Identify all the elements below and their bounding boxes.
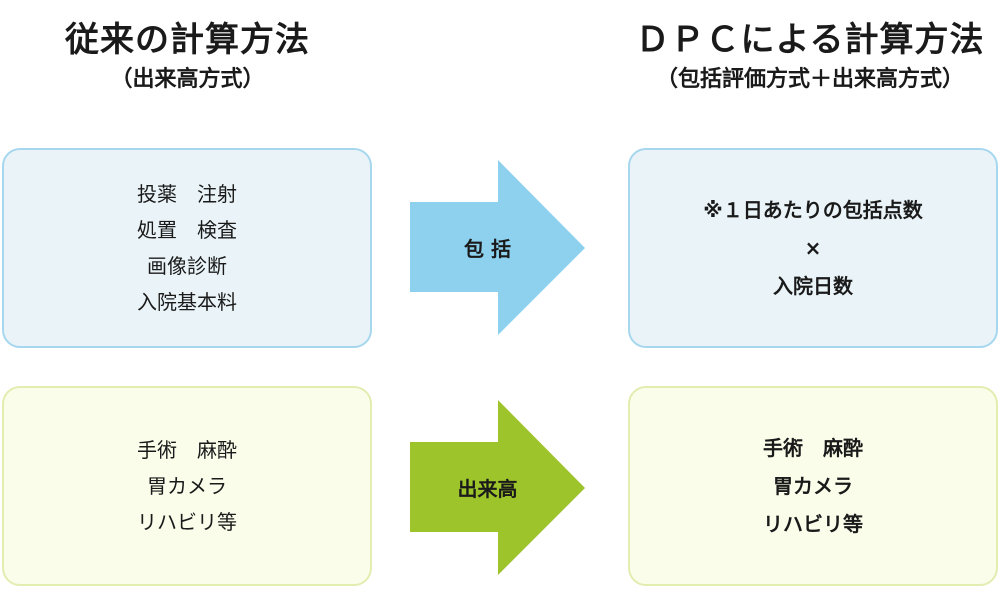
arrow-shape <box>410 160 585 335</box>
dpc-fee-items-box: 手術 麻酔 胃カメラ リハビリ等 <box>628 386 998 586</box>
right-heading-title: ＤＰＣによる計算方法 <box>635 20 985 60</box>
box-line: 手術 麻酔 <box>137 438 237 462</box>
left-heading-subtitle: （出来高方式） <box>110 67 265 92</box>
box-line: 入院基本料 <box>137 290 237 314</box>
box-line: 画像診断 <box>147 254 227 278</box>
bundled-arrow-label: 包 括 <box>464 237 511 261</box>
left-heading: 従来の計算方法 （出来高方式） <box>0 20 375 94</box>
dpc-bundled-box: ※１日あたりの包括点数 × 入院日数 <box>628 148 998 348</box>
box-line: 処置 検査 <box>137 218 237 242</box>
right-arrow-icon <box>410 400 585 575</box>
right-heading: ＤＰＣによる計算方法 （包括評価方式＋出来高方式） <box>620 20 1000 94</box>
fee-for-service-arrow-label: 出来高 <box>457 477 518 501</box>
bundled-arrow: 包 括 <box>410 160 585 335</box>
box-line: リハビリ等 <box>137 510 237 534</box>
fee-for-service-arrow: 出来高 <box>410 400 585 575</box>
conventional-fee-items-box: 手術 麻酔 胃カメラ リハビリ等 <box>2 386 372 586</box>
arrow-shape <box>410 400 585 575</box>
box-line: 胃カメラ <box>147 474 227 498</box>
box-line: 胃カメラ <box>773 474 853 498</box>
right-heading-subtitle: （包括評価方式＋出来高方式） <box>655 67 964 92</box>
right-arrow-icon <box>410 160 585 335</box>
box-line: 投薬 注射 <box>137 182 237 206</box>
box-line: 手術 麻酔 <box>763 436 863 460</box>
conventional-bundled-items-box: 投薬 注射 処置 検査 画像診断 入院基本料 <box>2 148 372 348</box>
box-line: ※１日あたりの包括点数 <box>703 198 923 222</box>
box-line: 入院日数 <box>773 274 853 298</box>
box-line: × <box>804 236 822 260</box>
left-heading-title: 従来の計算方法 <box>65 20 310 60</box>
box-line: リハビリ等 <box>763 512 863 536</box>
